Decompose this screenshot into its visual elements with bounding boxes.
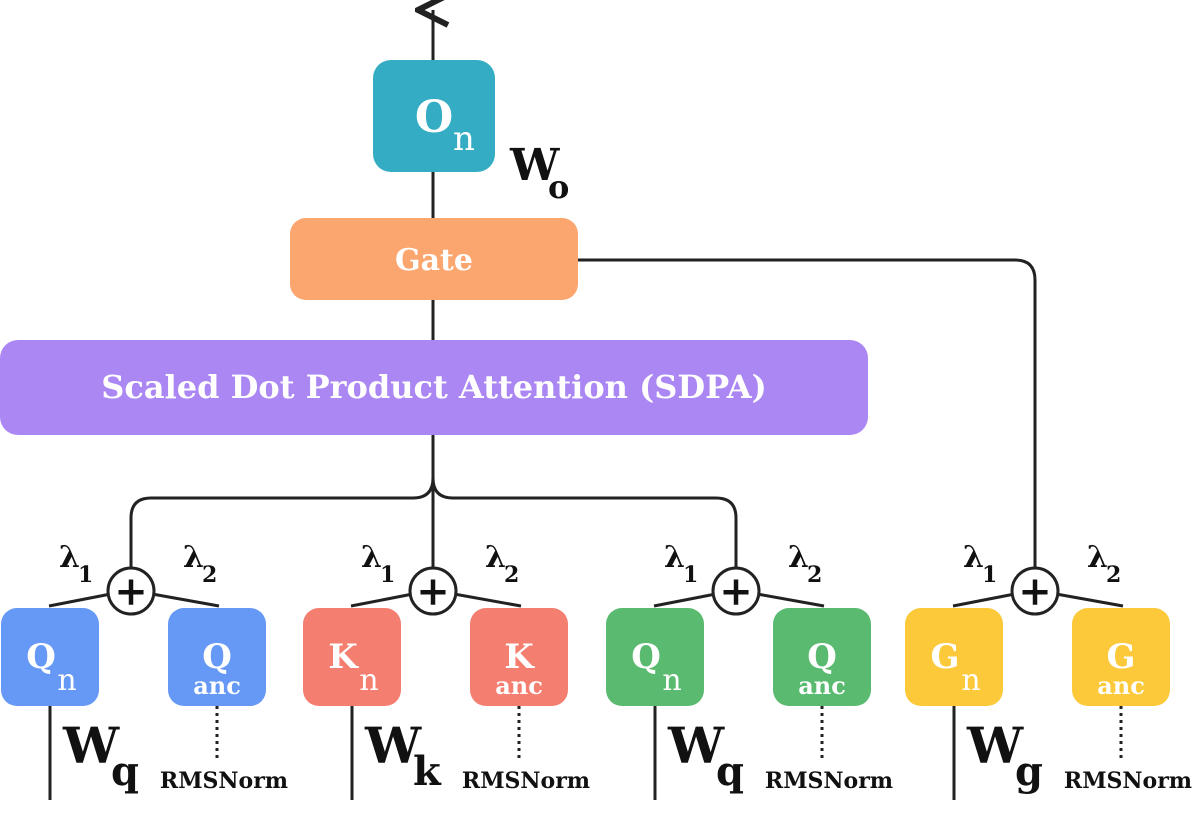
weight-letter: W: [667, 716, 725, 775]
lambda1-symbol: λ: [59, 540, 80, 575]
anc-box: [1072, 608, 1170, 706]
lambda1-symbol: λ: [963, 540, 984, 575]
plus-circle-icon: [1010, 566, 1060, 616]
n-box-letter: G: [930, 637, 959, 677]
lambda1-subscript: 1: [380, 562, 395, 588]
anc-box: [168, 608, 266, 706]
weight-subscript: g: [1015, 748, 1043, 795]
output-node: O n W o: [373, 60, 569, 206]
output-weight-subscript: o: [548, 168, 569, 206]
lambda1-subscript: 1: [683, 562, 698, 588]
anc-box-subscript: anc: [495, 671, 543, 700]
weight-subscript: k: [413, 748, 442, 795]
rmsnorm-label: RMSNorm: [765, 768, 893, 794]
lambda2-subscript: 2: [807, 562, 822, 588]
plus-symbol: +: [1018, 568, 1052, 615]
rmsnorm-label: RMSNorm: [1064, 768, 1192, 794]
anc-box-subscript: anc: [798, 671, 846, 700]
lambda1-subscript: 1: [78, 562, 93, 588]
sdpa-label: Scaled Dot Product Attention (SDPA): [101, 368, 767, 406]
n-box: [606, 608, 704, 706]
anc-box: [773, 608, 871, 706]
lambda2-subscript: 2: [202, 562, 217, 588]
rmsnorm-label: RMSNorm: [160, 768, 288, 794]
plus-symbol: +: [114, 568, 148, 615]
n-box-letter: K: [328, 637, 359, 677]
gate-box: [290, 218, 578, 300]
connector-lines: [129, 10, 1037, 568]
anc-box-letter: G: [1106, 637, 1135, 677]
weight-letter: W: [62, 716, 120, 775]
sdpa-node: Scaled Dot Product Attention (SDPA): [0, 340, 868, 435]
anc-box-subscript: anc: [193, 671, 241, 700]
n-box-letter: Q: [631, 637, 661, 677]
sdpa-box: [0, 340, 868, 435]
n-box-letter: Q: [26, 637, 56, 677]
rmsnorm-label: RMSNorm: [462, 768, 590, 794]
anc-box-letter: K: [504, 637, 535, 677]
weight-letter: W: [966, 716, 1024, 775]
plus-symbol: +: [719, 568, 753, 615]
plus-circle-icon: [106, 566, 156, 616]
n-box-subscript: n: [662, 663, 681, 698]
weight-letter: W: [364, 716, 422, 775]
gate-node: Gate: [290, 218, 578, 300]
lambda2-symbol: λ: [485, 540, 506, 575]
n-box-subscript: n: [57, 663, 76, 698]
gate-side-line: [578, 258, 1037, 568]
weight-subscript: q: [716, 748, 744, 795]
anc-box: [470, 608, 568, 706]
n-box: [303, 608, 401, 706]
lambda1-symbol: λ: [361, 540, 382, 575]
n-box: [1, 608, 99, 706]
anc-box-letter: Q: [807, 637, 837, 677]
lambda2-symbol: λ: [1087, 540, 1108, 575]
plus-circle-icon: [711, 566, 761, 616]
weight-subscript: q: [111, 748, 139, 795]
lambda1-symbol: λ: [664, 540, 685, 575]
sdpa-branch-left: [129, 477, 435, 568]
output-box: [373, 60, 495, 172]
output-subscript: n: [453, 119, 475, 159]
output-weight-letter: W: [509, 140, 560, 191]
anc-box-subscript: anc: [1097, 671, 1145, 700]
n-box: [905, 608, 1003, 706]
lambda2-symbol: λ: [183, 540, 204, 575]
sdpa-branch-right: [431, 477, 738, 568]
gate-label: Gate: [395, 243, 473, 278]
lambda2-symbol: λ: [788, 540, 809, 575]
lambda2-subscript: 2: [504, 562, 519, 588]
n-box-subscript: n: [961, 663, 980, 698]
output-letter: O: [415, 92, 453, 143]
anc-box-letter: Q: [202, 637, 232, 677]
n-box-subscript: n: [359, 663, 378, 698]
lambda2-subscript: 2: [1106, 562, 1121, 588]
plus-symbol: +: [416, 568, 450, 615]
lambda1-subscript: 1: [982, 562, 997, 588]
plus-circle-icon: [408, 566, 458, 616]
